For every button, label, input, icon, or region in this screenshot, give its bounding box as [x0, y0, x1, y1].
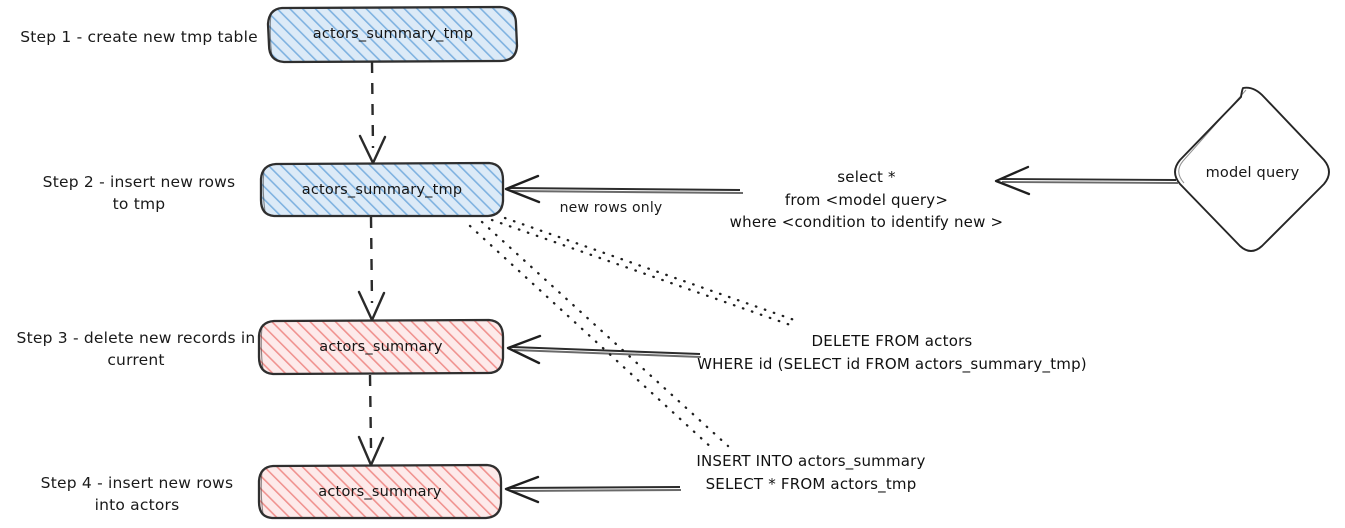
- edge-newrows-to-step2: [504, 174, 744, 204]
- node-box-step-3[interactable]: [257, 318, 505, 376]
- node-box-step-4[interactable]: [257, 463, 503, 520]
- edge-delete-to-step3: [506, 334, 702, 365]
- edge-label-insert-sql: INSERT INTO actors_summary SELECT * FROM…: [696, 452, 926, 493]
- edge-modelquery-to-sql: [994, 165, 1179, 196]
- edge-label-new-rows-only: new rows only: [559, 200, 663, 216]
- edge-insert-to-step4: [504, 475, 682, 504]
- step-1-label: Step 1 - create new tmp table: [20, 28, 258, 46]
- edge-label-model-query-sql: select * from <model query> where <condi…: [729, 168, 1004, 231]
- step-2-label: Step 2 - insert new rows to tmp: [42, 173, 236, 214]
- node-model-query[interactable]: [1174, 86, 1330, 252]
- edge-step2-to-insert-dotted-2: [468, 224, 716, 452]
- edge-step1-to-step2: [358, 61, 387, 165]
- node-box-step-2[interactable]: [259, 161, 505, 218]
- edge-step3-to-step4: [357, 374, 385, 467]
- step-4-label: Step 4 - insert new rows into actors: [40, 474, 234, 515]
- node-box-step-1[interactable]: [266, 5, 519, 64]
- edge-step2-to-delete-dotted: [503, 216, 802, 324]
- edge-step2-to-step3: [357, 216, 386, 322]
- edge-label-delete-sql: DELETE FROM actors WHERE id (SELECT id F…: [697, 332, 1087, 373]
- step-3-label: Step 3 - delete new records in current: [16, 329, 256, 370]
- edge-step2-to-delete-dotted-2: [490, 218, 798, 329]
